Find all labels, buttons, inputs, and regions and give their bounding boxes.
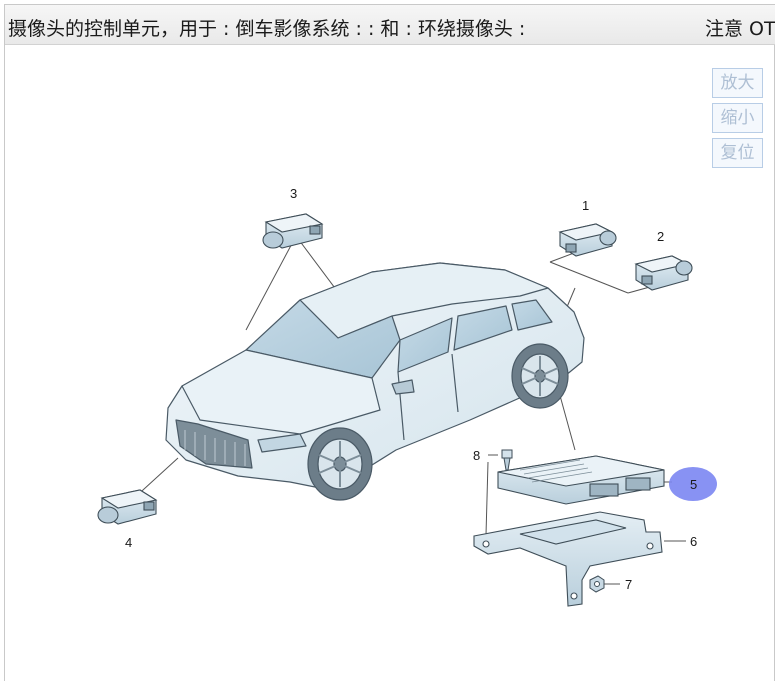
title-bar: 摄像头的控制单元，用于 : 倒车影像系统 : : 和 : 环绕摄像头 : 注意 … [5,5,775,45]
callout-6[interactable]: 6 [690,534,697,549]
part-3-camera[interactable] [262,213,324,249]
part-2-camera[interactable] [634,255,693,291]
callout-4[interactable]: 4 [125,535,132,550]
part-5-control-unit[interactable] [497,455,665,505]
callout-5-highlight[interactable] [669,467,717,501]
zoom-controls: 放大 缩小 复位 [712,68,763,173]
callout-3[interactable]: 3 [290,186,297,201]
car-illustration [165,262,585,501]
part-6-bracket[interactable] [473,511,663,607]
part-4-camera[interactable] [97,489,158,525]
callout-7[interactable]: 7 [625,577,632,592]
zoom-out-button[interactable]: 缩小 [712,103,763,133]
reset-button[interactable]: 复位 [712,138,763,168]
callout-5[interactable]: 5 [690,477,697,492]
note-label[interactable]: 注意 OT [705,18,775,40]
part-1-camera[interactable] [558,223,617,257]
callout-2[interactable]: 2 [657,229,664,244]
part-8-clip[interactable] [501,449,513,471]
zoom-in-button[interactable]: 放大 [712,68,763,98]
part-7-nut[interactable] [589,575,605,593]
page-title: 摄像头的控制单元，用于 : 倒车影像系统 : : 和 : 环绕摄像头 : [8,18,526,40]
callout-8[interactable]: 8 [473,448,480,463]
callout-1[interactable]: 1 [582,198,589,213]
